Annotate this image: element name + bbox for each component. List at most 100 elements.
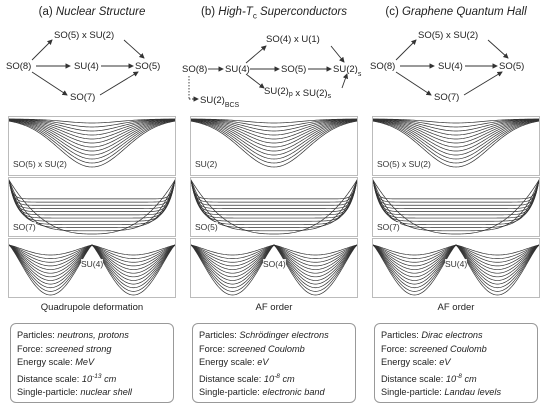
potential-curve xyxy=(373,118,539,128)
node-so5: SO(5) xyxy=(281,64,306,75)
info-key: Single-particle: xyxy=(17,387,78,398)
potential-curve xyxy=(191,120,357,160)
potential-curve xyxy=(191,244,357,259)
info-row-single-particle: Single-particle: Landau levels xyxy=(381,386,531,400)
info-row-force: Force: screened Coulomb xyxy=(199,343,349,357)
potential-curves xyxy=(191,179,357,235)
potential-curve xyxy=(191,119,357,140)
potential-curve xyxy=(373,179,539,209)
chain-arrows xyxy=(208,45,349,89)
potential-curve xyxy=(373,118,539,136)
title-main: Graphene Quantum Hall xyxy=(401,6,527,18)
panel-label: SO(7) xyxy=(377,222,400,232)
potential-panel-middle: SO(7) xyxy=(8,177,176,237)
info-value: MeV xyxy=(75,357,95,367)
title-main: High-T xyxy=(218,6,253,18)
potential-curve xyxy=(9,179,175,219)
potential-curves xyxy=(9,118,175,168)
potential-curves xyxy=(9,244,175,296)
chain-arrows xyxy=(31,39,145,96)
potential-curve xyxy=(191,179,357,209)
potential-curve xyxy=(191,244,357,296)
phase-label: Quadrupole deformation xyxy=(40,302,144,313)
title-main: Nuclear Structure xyxy=(55,6,146,18)
potential-curve xyxy=(191,118,357,132)
potential-curve xyxy=(373,119,539,152)
info-value: Schrödinger electrons xyxy=(239,330,329,340)
potential-curve xyxy=(191,179,357,235)
info-key: Particles: xyxy=(17,330,55,340)
potential-panel-top: SU(2) xyxy=(190,116,358,176)
column-nuclear-structure: (a) Nuclear Structure SO(8) SO(5) x SU(2… xyxy=(4,0,180,407)
potential-curve xyxy=(9,179,175,203)
potential-curve xyxy=(191,244,357,256)
potential-curve xyxy=(191,179,357,213)
title-prefix: (a) xyxy=(38,6,56,18)
potential-panel-bottom: SU(4) xyxy=(372,238,540,298)
potential-panel-bottom: SU(4) xyxy=(8,238,176,298)
potential-curve xyxy=(373,119,539,156)
node-so8: SO(8) xyxy=(370,61,395,72)
title-rest: Superconductors xyxy=(256,6,347,18)
node-so7: SO(7) xyxy=(70,92,95,103)
potential-curve xyxy=(9,119,175,140)
potential-curve xyxy=(373,179,539,219)
panel-label: SU(4) xyxy=(81,259,104,269)
potential-curve xyxy=(373,179,539,232)
potential-curve xyxy=(373,118,539,124)
info-row-energy: Energy scale: eV xyxy=(199,356,349,370)
chain-arrows xyxy=(395,39,509,96)
potential-curve xyxy=(9,179,175,222)
column-title: (c) Graphene Quantum Hall xyxy=(368,6,544,18)
panel-label: SO(4) xyxy=(263,259,286,269)
potential-curve xyxy=(373,119,539,140)
potential-curve xyxy=(9,119,175,144)
potential-curve xyxy=(9,119,175,148)
node-so5xsu2: SO(5) x SU(2) xyxy=(418,30,478,41)
potential-curve xyxy=(373,244,539,256)
phase-label: AF order xyxy=(437,302,475,313)
potential-curve xyxy=(9,120,175,164)
info-row-distance: Distance scale: 10-13 cm xyxy=(17,370,167,387)
info-box: Particles: Schrödinger electrons Force: … xyxy=(192,323,356,403)
potential-curve xyxy=(373,179,539,228)
potential-curve xyxy=(373,179,539,213)
potential-curve xyxy=(9,120,175,168)
node-so4xu1: SO(4) x U(1) xyxy=(266,34,320,45)
potential-curve xyxy=(191,179,357,203)
info-row-single-particle: Single-particle: electronic band xyxy=(199,386,349,400)
potential-curve xyxy=(373,179,539,206)
potential-curve xyxy=(373,118,539,132)
phase-label: AF order xyxy=(255,302,293,313)
info-key: Single-particle: xyxy=(381,387,442,398)
info-key: Distance scale: xyxy=(17,373,80,384)
potential-panel-middle: SO(5) xyxy=(190,177,358,237)
node-su4: SU(4) xyxy=(438,61,463,72)
info-value: screened Coulomb xyxy=(227,343,305,354)
potential-curve xyxy=(9,118,175,136)
title-sub: c xyxy=(252,11,257,21)
node-so5: SO(5) xyxy=(499,61,524,72)
group-chain-diagram: SO(8) SO(5) x SU(2) SU(4) SO(7) SO(5) xyxy=(370,30,524,103)
potential-curves xyxy=(373,118,539,168)
node-su4: SU(4) xyxy=(74,61,99,72)
info-row-force: Force: screened Coulomb xyxy=(381,343,531,357)
info-value: eV xyxy=(257,357,269,367)
potential-curve xyxy=(9,179,175,213)
info-value: electronic band xyxy=(262,387,325,398)
potential-curve xyxy=(191,119,357,148)
info-value: screened Coulomb xyxy=(409,343,487,354)
potential-curves xyxy=(373,244,539,296)
info-key: Single-particle: xyxy=(199,387,260,398)
info-value: screened strong xyxy=(45,343,112,354)
potential-curve xyxy=(191,179,357,225)
potential-curve xyxy=(373,244,539,296)
potential-curve xyxy=(191,118,357,124)
potential-curve xyxy=(191,179,357,216)
potential-curve xyxy=(373,179,539,222)
title-prefix: (b) xyxy=(201,6,219,18)
potential-curve xyxy=(9,179,175,232)
potential-curves xyxy=(191,118,357,168)
potential-curve xyxy=(9,179,175,225)
potential-curves xyxy=(9,179,175,235)
